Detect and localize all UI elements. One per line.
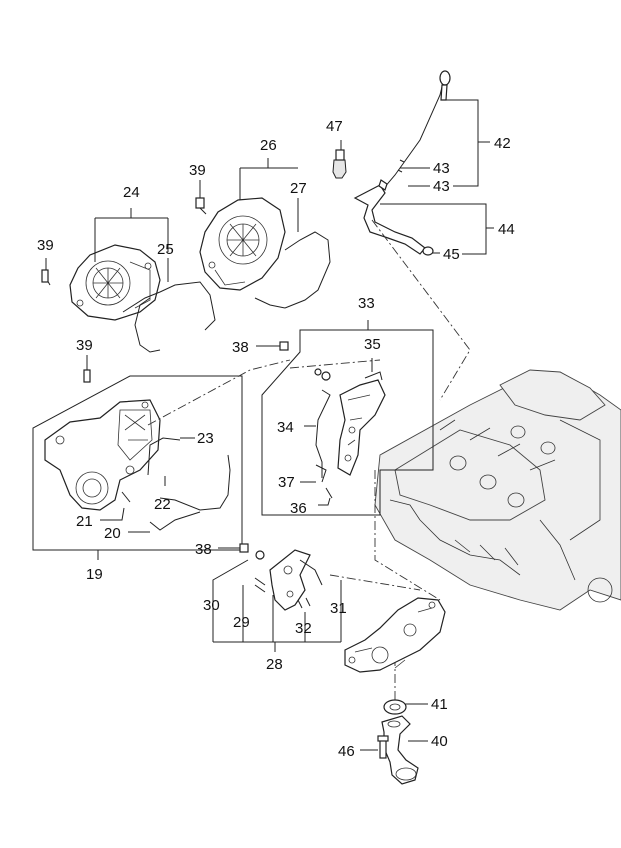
callout-37: 37: [278, 474, 295, 491]
callout-46: 46: [338, 743, 355, 760]
sensor-bolt-47: [332, 140, 347, 179]
callout-38-b: 38: [195, 541, 212, 558]
callout-32: 32: [295, 620, 312, 637]
callout-40: 40: [431, 733, 448, 750]
callout-44: 44: [498, 221, 515, 238]
callout-41: 41: [431, 696, 448, 713]
callout-47: 47: [326, 118, 343, 135]
engine-bracket: [269, 549, 311, 611]
callout-39-a: 39: [37, 237, 54, 254]
callout-22: 22: [154, 496, 171, 513]
callout-28: 28: [266, 656, 283, 673]
callout-45: 45: [443, 246, 460, 263]
callout-25: 25: [157, 241, 174, 258]
engine-block-icon: [374, 369, 621, 611]
callout-29: 29: [233, 614, 250, 631]
callout-43-a: 43: [433, 160, 450, 177]
callout-38-a: 38: [232, 339, 249, 356]
callout-21: 21: [76, 513, 93, 530]
callout-23: 23: [197, 430, 214, 447]
rear-cover-plate: [337, 379, 386, 476]
callout-39-b: 39: [189, 162, 206, 179]
oil-strainer-gasket: [383, 699, 407, 715]
callout-24: 24: [123, 184, 140, 201]
callout-42: 42: [494, 135, 511, 152]
callout-43-b: 43: [433, 178, 450, 195]
callout-30: 30: [203, 597, 220, 614]
callout-33: 33: [358, 295, 375, 312]
callout-34: 34: [277, 419, 294, 436]
upper-timing-cover-left: [69, 244, 161, 321]
callout-27: 27: [290, 180, 307, 197]
lower-timing-cover: [44, 399, 161, 511]
oil-strainer-icon: [381, 715, 419, 785]
callout-39-c: 39: [76, 337, 93, 354]
callout-36: 36: [290, 500, 307, 517]
callout-20: 20: [104, 525, 121, 542]
dipstick-icon: [353, 70, 451, 256]
upper-timing-cover-right: [199, 197, 286, 291]
callout-26: 26: [260, 137, 277, 154]
callout-31: 31: [330, 600, 347, 617]
callout-19: 19: [86, 566, 103, 583]
callout-35: 35: [364, 336, 381, 353]
oil-pump-icon: [344, 597, 446, 673]
